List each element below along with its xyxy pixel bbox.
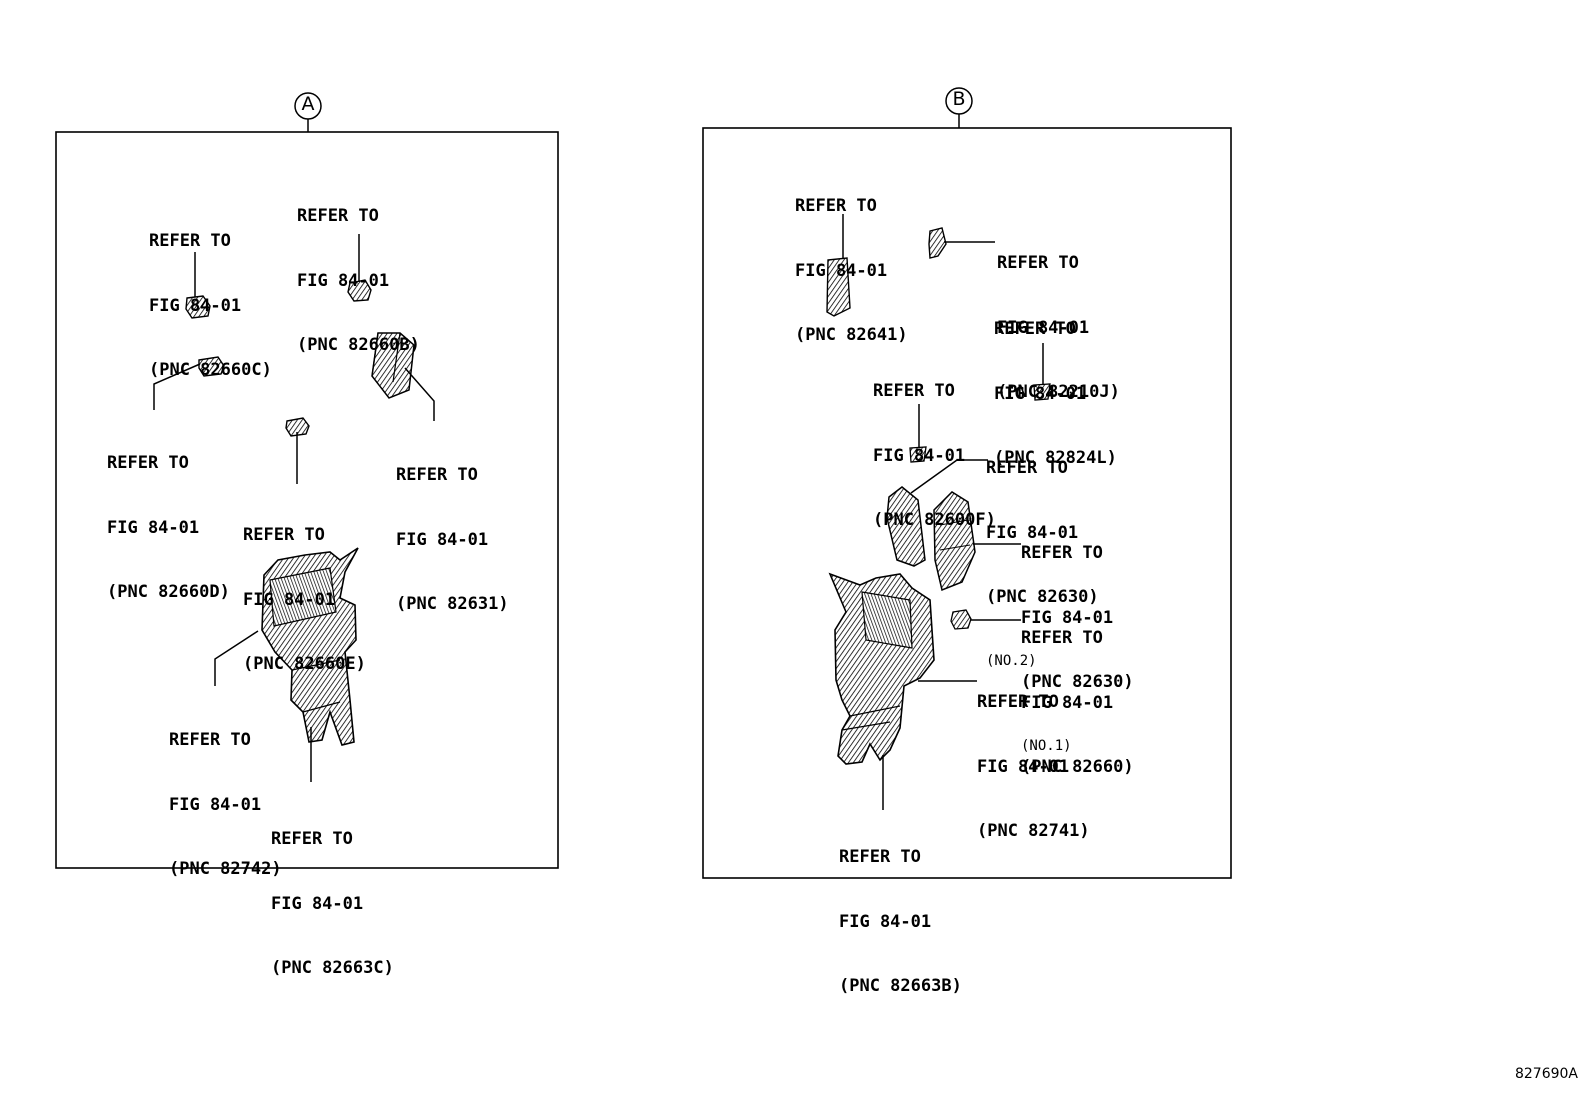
- callout-82660b[interactable]: REFER TO FIG 84-01 (PNC 82660B): [297, 206, 420, 355]
- callout-82600f[interactable]: REFER TO FIG 84-01 (PNC 82600F): [873, 381, 996, 530]
- callout-82741[interactable]: REFER TO FIG 84-01 (PNC 82741): [977, 692, 1090, 841]
- callout-82660[interactable]: REFER TO FIG 84-01 (PNC 82660): [1021, 628, 1134, 777]
- panel-a-marker-label: A: [301, 93, 315, 115]
- connector-82660e: [285, 417, 310, 437]
- callout-82663c[interactable]: REFER TO FIG 84-01 (PNC 82663C): [271, 829, 394, 978]
- connector-82600f: [909, 446, 927, 463]
- connector-82660d: [198, 356, 225, 377]
- panel-b-frame: [702, 127, 1232, 879]
- panel-a: [55, 92, 559, 869]
- callout-82660e[interactable]: REFER TO FIG 84-01 (PNC 82660E): [243, 525, 366, 674]
- junction-block-82630-no1: [933, 491, 976, 592]
- relay-block-b: [828, 572, 935, 765]
- callout-82663b[interactable]: REFER TO FIG 84-01 (PNC 82663B): [839, 847, 962, 996]
- connector-82660: [950, 609, 972, 630]
- panel-a-leaders: [153, 234, 435, 782]
- junction-block-82631: [371, 332, 415, 399]
- panel-b: [702, 87, 1232, 879]
- callout-82630-no2[interactable]: REFER TO FIG 84-01 (PNC 82630) (NO.2): [986, 458, 1099, 669]
- callout-82660c[interactable]: REFER TO FIG 84-01 (PNC 82660C): [149, 231, 272, 380]
- callout-82742[interactable]: REFER TO FIG 84-01 (PNC 82742): [169, 730, 282, 879]
- callout-82660d[interactable]: REFER TO FIG 84-01 (PNC 82660D): [107, 453, 230, 602]
- connector-82824l: [1033, 383, 1051, 401]
- connector-82641: [826, 257, 851, 317]
- callout-82641[interactable]: REFER TO FIG 84-01 (PNC 82641): [795, 196, 908, 345]
- document-number: 827690A: [1514, 1066, 1578, 1082]
- callout-82210j[interactable]: REFER TO FIG 84-01 (PNC 82210J): [997, 253, 1120, 402]
- panel-b-marker-label: B: [952, 88, 966, 110]
- relay-block-a: [261, 547, 359, 746]
- connector-82210j: [928, 227, 947, 259]
- callout-82630-no1[interactable]: REFER TO FIG 84-01 (PNC 82630) (NO.1): [1021, 543, 1134, 754]
- callout-82631[interactable]: REFER TO FIG 84-01 (PNC 82631): [396, 465, 509, 614]
- panel-a-frame: [55, 131, 559, 869]
- connector-82660b: [347, 279, 372, 302]
- panel-b-leaders: [842, 214, 1044, 810]
- connector-82660c: [185, 295, 211, 319]
- junction-block-82630-no2: [886, 486, 926, 567]
- callout-82824l[interactable]: REFER TO FIG 84-01 (PNC 82824L): [994, 319, 1117, 468]
